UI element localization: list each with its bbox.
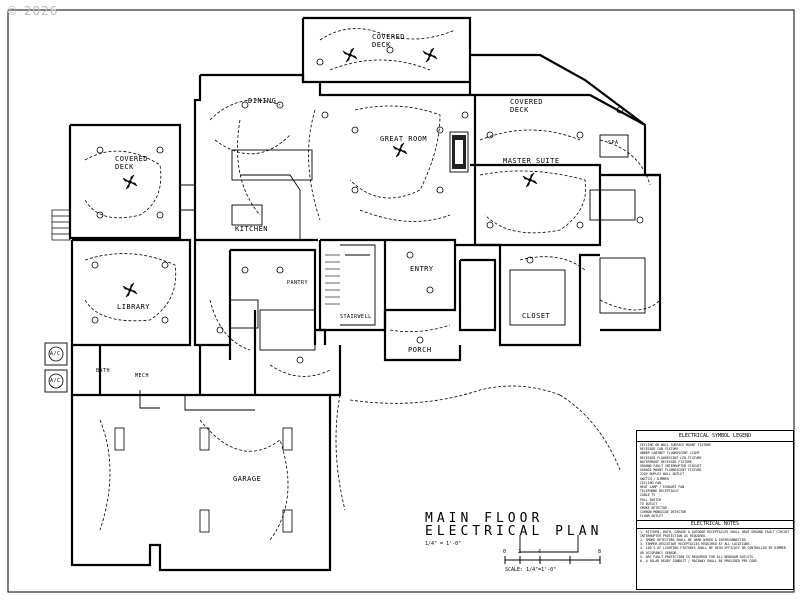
scale-tick-8: 8	[598, 549, 602, 555]
legend-note: 4. 100 % OF LIGHTING FIXTURES SHALL BE H…	[640, 546, 786, 555]
legend-item: CEILING OR WALL SURFACE MOUNT FIXTURE	[640, 443, 712, 447]
room-label-covered-deck-left: COVERED DECK	[115, 155, 149, 171]
room-label-great-room: GREAT ROOM	[380, 135, 428, 143]
room-label-spa: SPA	[608, 140, 619, 146]
legend-note: 1. KITCHEN, BATH, GARAGE & OUTDOOR RECEP…	[640, 529, 790, 538]
legend-item: 220V DUPLEX WALL OUTLET	[640, 472, 685, 477]
room-label-ac-1: A/C	[50, 351, 61, 357]
fireplace	[452, 135, 466, 169]
legend-item: CARBON MONOXIDE DETECTOR	[640, 510, 687, 515]
room-label-dining: DINING	[248, 97, 277, 105]
legend-item: TELEPHONE RECEPTACLE	[640, 489, 679, 494]
room-label-pantry: PANTRY	[287, 280, 309, 286]
stair-treads	[325, 254, 340, 305]
legend-item: WATERPROOF RECESSED FIXTURE	[640, 459, 692, 464]
room-label-kitchen: KITCHEN	[235, 225, 269, 233]
legend-item: CABLE TV	[640, 493, 656, 498]
legend-items: CEILING OR WALL SURFACE MOUNT FIXTURE RE…	[637, 442, 793, 520]
room-label-bath: BATH	[96, 368, 111, 374]
scale-bar	[504, 556, 601, 564]
walls	[68, 16, 662, 572]
room-label-covered-deck-top: COVERED DECK	[372, 33, 406, 49]
room-label-closet: CLOSET	[522, 312, 551, 320]
legend-item: TV OUTLET	[640, 501, 658, 506]
scale-tick-0: 0	[503, 549, 507, 555]
scale-note: 1/4" = 1'-0"	[425, 541, 462, 547]
legend-item: FLOOR OUTLET	[640, 514, 664, 519]
legend-item: GARAGE MOUNT FLUORESCENT FIXTURE	[640, 468, 702, 473]
room-label-ac-2: A/C	[50, 378, 61, 384]
legend-item: CEILING FAN	[640, 480, 662, 485]
legend-item: HEAT LAMP / EXHAUST FAN	[640, 485, 685, 490]
room-label-porch: PORCH	[408, 346, 432, 354]
legend-item: RECESSED FLUORESCENT LED FIXTURE	[640, 455, 702, 460]
legend-item: PULL SWITCH	[640, 497, 662, 502]
ceiling-fans	[122, 47, 538, 298]
scale-tick-4: 4	[538, 549, 542, 555]
garage-fixtures	[114, 427, 293, 533]
legend-notes: 1. KITCHEN, BATH, GARAGE & OUTDOOR RECEP…	[637, 529, 793, 565]
partitions	[44, 131, 646, 553]
scale-tick-2: 2	[518, 549, 522, 555]
legend-item: UNDER CABINET FLUORESCENT LIGHT	[640, 451, 700, 456]
room-label-garage: GARAGE	[233, 475, 262, 483]
room-label-mech: MECH	[135, 373, 150, 379]
electrical-legend: ELECTRICAL SYMBOL LEGEND CEILING OR WALL…	[636, 430, 794, 590]
title-line-1: MAIN FLOOR	[425, 511, 544, 526]
legend-notes-title: ELECTRICAL NOTES	[637, 519, 793, 529]
sheet-border	[7, 9, 795, 593]
legend-title: ELECTRICAL SYMBOL LEGEND	[637, 431, 793, 442]
room-label-stairwell: STAIRWELL	[340, 314, 372, 320]
legend-note: 6. A SOLAR READY CONDUIT / RACEWAY SHALL…	[640, 559, 759, 564]
ac-units	[48, 346, 64, 389]
room-label-library: LIBRARY	[117, 303, 151, 311]
legend-note: 5. ARC FAULT PROTECTION IS REQUIRED FOR …	[640, 554, 756, 559]
scale-label: SCALE: 1/4"=1'-0"	[505, 567, 557, 573]
legend-note: 3. TAMPER-RESISTANT RECEPTACLES REQUIRED…	[640, 542, 752, 547]
light-fixtures	[91, 46, 644, 364]
room-label-entry: ENTRY	[410, 265, 434, 273]
room-label-master-suite: MASTER SUITE	[503, 157, 560, 165]
title-line-2: ELECTRICAL PLAN	[425, 524, 603, 539]
legend-item: SMOKE DETECTOR	[640, 506, 667, 511]
deck-stair	[51, 209, 71, 241]
room-label-covered-deck-right: COVERED DECK	[510, 98, 544, 114]
drawing-title: MAIN FLOOR ELECTRICAL PLAN	[425, 512, 625, 538]
legend-item: SWITCH / DIMMER	[640, 476, 669, 481]
circuit-wiring	[84, 28, 661, 541]
copyright-watermark: © 2026	[6, 4, 59, 18]
legend-note: 2. SMOKE DETECTORS SHALL BE HARD WIRED &…	[640, 538, 748, 543]
legend-item: RECESSED CAN FIXTURE	[640, 447, 679, 452]
legend-item: GROUND FAULT INTERRUPTER CIRCUIT	[640, 464, 702, 469]
